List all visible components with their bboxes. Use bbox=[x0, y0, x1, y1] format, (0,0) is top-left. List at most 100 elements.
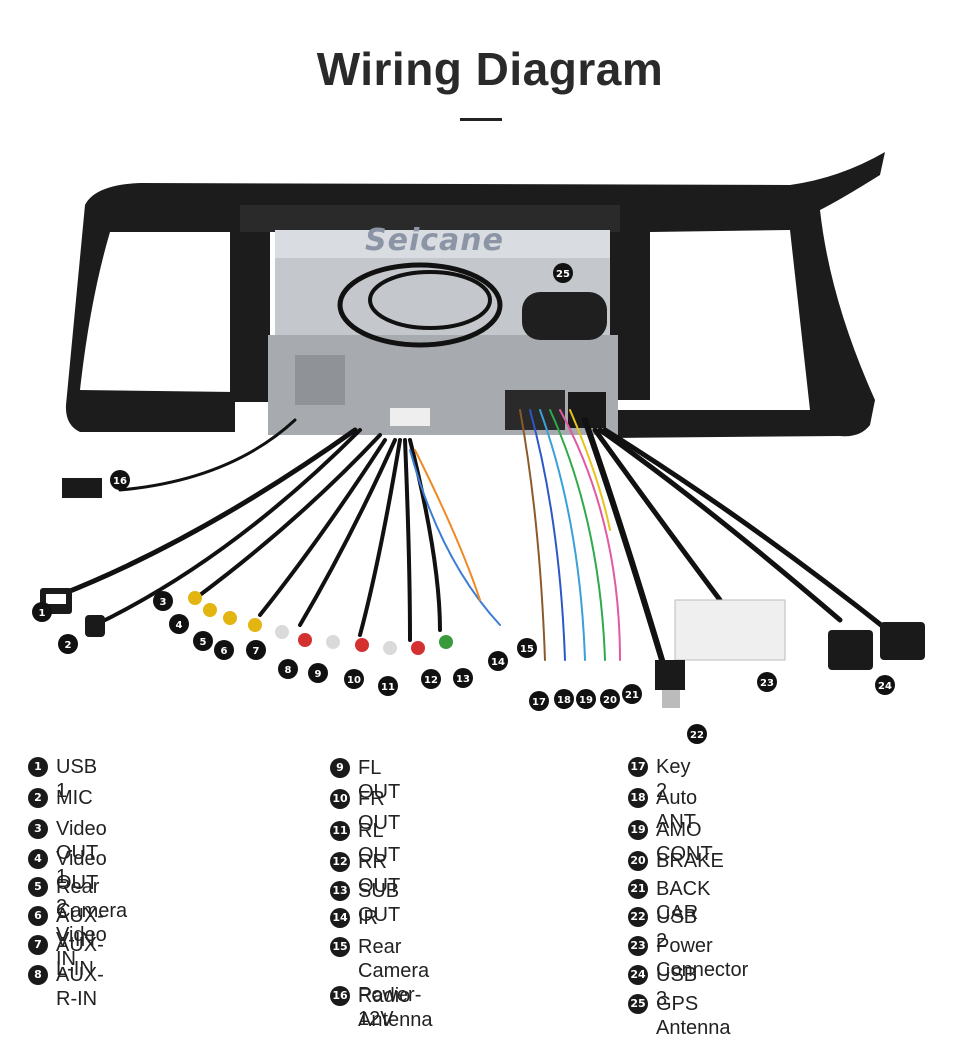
callout-25: 25 bbox=[553, 263, 573, 283]
legend-item: 13 SUB OUT bbox=[330, 879, 400, 927]
callout-11: 11 bbox=[378, 676, 398, 696]
svg-text:8: 8 bbox=[285, 665, 292, 676]
legend-label: Rear Camera Power-12V bbox=[358, 936, 430, 1030]
legend-label: USB 1 bbox=[56, 756, 98, 802]
svg-text:13: 13 bbox=[456, 674, 470, 685]
radio-unit: Seicane bbox=[268, 223, 618, 435]
number-badge: 20 bbox=[628, 851, 648, 871]
callout-13: 13 bbox=[453, 668, 473, 688]
legend-label: SUB OUT bbox=[358, 880, 401, 926]
number-badge: 13 bbox=[330, 881, 350, 901]
legend-label: BRAKE bbox=[656, 850, 724, 872]
svg-text:20: 20 bbox=[603, 695, 617, 706]
svg-text:12: 12 bbox=[424, 675, 438, 686]
number-badge: 1 bbox=[28, 757, 48, 777]
svg-text:18: 18 bbox=[557, 695, 571, 706]
legend-label: BACK CAR bbox=[656, 878, 711, 924]
legend-item: 16 Radio Antenna bbox=[330, 984, 433, 1032]
legend-label: IR bbox=[358, 907, 378, 929]
callout-24: 24 bbox=[875, 675, 895, 695]
legend-label: AUX-V-IN bbox=[56, 905, 104, 951]
connectors bbox=[40, 478, 925, 708]
svg-text:14: 14 bbox=[491, 657, 505, 668]
number-badge: 21 bbox=[628, 879, 648, 899]
number-badge: 6 bbox=[28, 906, 48, 926]
callout-5: 5 bbox=[193, 631, 213, 651]
callout-22: 22 bbox=[687, 724, 707, 744]
gps-antenna-group bbox=[337, 262, 607, 348]
title-underline bbox=[460, 118, 502, 121]
number-badge: 25 bbox=[628, 994, 648, 1014]
callout-7: 7 bbox=[246, 640, 266, 660]
number-badge: 16 bbox=[330, 986, 350, 1006]
legend-label: Radio Antenna bbox=[358, 985, 433, 1031]
legend-label: AUX-R-IN bbox=[56, 964, 104, 1010]
number-badge: 9 bbox=[330, 758, 350, 778]
legend-label: Video OUT 2 bbox=[56, 848, 107, 918]
number-badge: 4 bbox=[28, 849, 48, 869]
legend-item: 12 RR OUT bbox=[330, 850, 400, 898]
legend-label: USB 2 bbox=[656, 906, 698, 952]
number-badge: 7 bbox=[28, 935, 48, 955]
svg-text:10: 10 bbox=[347, 675, 361, 686]
number-badge: 2 bbox=[28, 788, 48, 808]
page-title: Wiring Diagram bbox=[316, 43, 664, 95]
callout-23: 23 bbox=[757, 672, 777, 692]
legend-item: 8 AUX-R-IN bbox=[28, 963, 104, 1011]
number-badge: 17 bbox=[628, 757, 648, 777]
number-badge: 18 bbox=[628, 788, 648, 808]
number-badge: 11 bbox=[330, 821, 350, 841]
callout-19: 19 bbox=[576, 689, 596, 709]
callout-10: 10 bbox=[344, 669, 364, 689]
svg-text:4: 4 bbox=[176, 620, 183, 631]
legend-label: RR OUT bbox=[358, 851, 401, 897]
svg-text:2: 2 bbox=[65, 640, 72, 651]
legend-item: 15 Rear Camera Power-12V bbox=[330, 935, 429, 1031]
svg-text:24: 24 bbox=[878, 681, 892, 692]
svg-text:5: 5 bbox=[200, 637, 207, 648]
number-badge: 19 bbox=[628, 820, 648, 840]
legend-label: Rear Camera Video IN bbox=[56, 876, 128, 970]
number-badge: 15 bbox=[330, 937, 350, 957]
svg-text:6: 6 bbox=[221, 646, 228, 657]
svg-text:15: 15 bbox=[520, 644, 534, 655]
number-badge: 12 bbox=[330, 852, 350, 872]
legend-label: AUX-L-IN bbox=[56, 934, 104, 980]
number-badge: 24 bbox=[628, 965, 648, 985]
svg-text:9: 9 bbox=[315, 669, 322, 680]
callout-3: 3 bbox=[153, 591, 173, 611]
svg-text:16: 16 bbox=[113, 476, 127, 487]
number-badge: 10 bbox=[330, 789, 350, 809]
svg-text:7: 7 bbox=[253, 646, 260, 657]
legend-label: Power Connector bbox=[656, 935, 749, 981]
number-badge: 8 bbox=[28, 965, 48, 985]
svg-text:25: 25 bbox=[556, 269, 570, 280]
legend-item: 22 USB 2 bbox=[628, 905, 697, 953]
legend-item: 7 AUX-L-IN bbox=[28, 933, 104, 981]
legend-label: GPS Antenna bbox=[656, 993, 731, 1039]
legend-item: 4 Video OUT 2 bbox=[28, 847, 107, 919]
callouts: 1 2 3 4 5 6 7 8 9 10 11 12 13 14 15 16 1… bbox=[32, 263, 895, 744]
dash-frame bbox=[65, 152, 885, 438]
legend-item: 21 BACK CAR bbox=[628, 877, 710, 925]
legend-item: 19 AMO CONT bbox=[628, 818, 713, 866]
callout-21: 21 bbox=[622, 684, 642, 704]
number-badge: 3 bbox=[28, 819, 48, 839]
legend-label: Video OUT 1 bbox=[56, 818, 107, 888]
legend-label: AMO CONT bbox=[656, 819, 713, 865]
callout-18: 18 bbox=[554, 689, 574, 709]
legend-item: 1 USB 1 bbox=[28, 755, 97, 803]
number-badge: 14 bbox=[330, 908, 350, 928]
legend-item: 20 BRAKE bbox=[628, 849, 724, 873]
brand-logo: Seicane bbox=[365, 223, 504, 258]
number-badge: 22 bbox=[628, 907, 648, 927]
number-badge: 23 bbox=[628, 936, 648, 956]
legend-item: 3 Video OUT 1 bbox=[28, 817, 107, 889]
